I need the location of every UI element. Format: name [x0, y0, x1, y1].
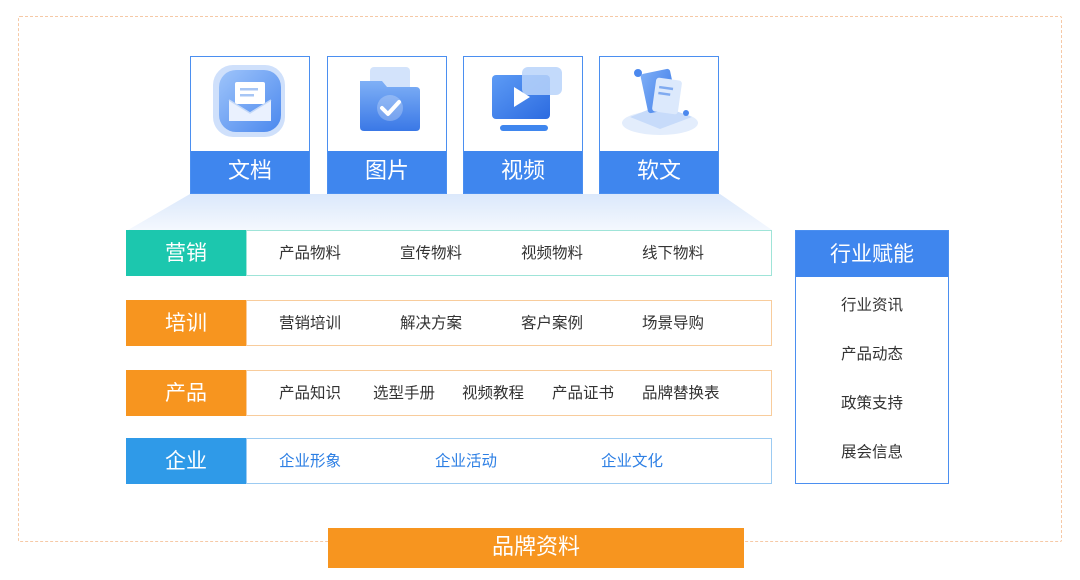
row-enterprise-body: 企业形象 企业活动 企业文化: [246, 438, 772, 484]
video-icon: [492, 67, 562, 131]
industry-item[interactable]: 政策支持: [840, 394, 903, 412]
row-marketing: 营销 产品物料 宣传物料 视频物料 线下物料: [126, 230, 772, 276]
row-item[interactable]: 品牌替换表: [642, 384, 720, 402]
industry-panel: 行业赋能 行业资讯 产品动态 政策支持 展会信息: [795, 230, 949, 484]
row-enterprise: 企业 企业形象 企业活动 企业文化: [126, 438, 772, 484]
row-product: 产品 产品知识 选型手册 视频教程 产品证书 品牌替换表: [126, 370, 772, 416]
row-item[interactable]: 企业形象: [279, 452, 342, 470]
row-marketing-body: 产品物料 宣传物料 视频物料 线下物料: [246, 230, 772, 276]
row-product-tag: 产品: [126, 370, 246, 416]
card-document-label: 文档: [191, 151, 309, 193]
row-item[interactable]: 企业活动: [435, 452, 498, 470]
card-video-label: 视频: [464, 151, 582, 193]
row-item[interactable]: 客户案例: [521, 314, 584, 332]
card-article-label: 软文: [600, 151, 718, 193]
card-image[interactable]: 图片: [327, 56, 447, 194]
card-article[interactable]: 软文: [599, 56, 719, 194]
row-item[interactable]: 企业文化: [601, 452, 664, 470]
industry-panel-title: 行业赋能: [796, 231, 948, 277]
image-folder-icon: [360, 67, 420, 131]
row-enterprise-tag: 企业: [126, 438, 246, 484]
row-training: 培训 营销培训 解决方案 客户案例 场景导购: [126, 300, 772, 346]
row-item[interactable]: 产品知识: [279, 384, 342, 402]
row-item[interactable]: 视频教程: [462, 384, 525, 402]
row-product-body: 产品知识 选型手册 视频教程 产品证书 品牌替换表: [246, 370, 772, 416]
card-document[interactable]: 文档: [190, 56, 310, 194]
row-training-body: 营销培训 解决方案 客户案例 场景导购: [246, 300, 772, 346]
row-item[interactable]: 解决方案: [400, 314, 463, 332]
card-image-label: 图片: [328, 151, 446, 193]
row-training-tag: 培训: [126, 300, 246, 346]
industry-item[interactable]: 产品动态: [840, 345, 903, 363]
row-item[interactable]: 选型手册: [373, 384, 436, 402]
row-item[interactable]: 宣传物料: [400, 244, 463, 262]
document-icon: [213, 65, 285, 137]
row-item[interactable]: 场景导购: [642, 314, 705, 332]
article-icon: [622, 68, 698, 135]
row-item[interactable]: 视频物料: [521, 244, 584, 262]
row-item[interactable]: 产品物料: [279, 244, 342, 262]
industry-item[interactable]: 展会信息: [840, 443, 903, 461]
row-marketing-tag: 营销: [126, 230, 246, 276]
card-video[interactable]: 视频: [463, 56, 583, 194]
row-item[interactable]: 产品证书: [552, 384, 615, 402]
row-item[interactable]: 线下物料: [642, 244, 705, 262]
industry-item[interactable]: 行业资讯: [840, 296, 903, 314]
brand-materials-bar: 品牌资料: [328, 528, 744, 568]
row-item[interactable]: 营销培训: [279, 314, 342, 332]
